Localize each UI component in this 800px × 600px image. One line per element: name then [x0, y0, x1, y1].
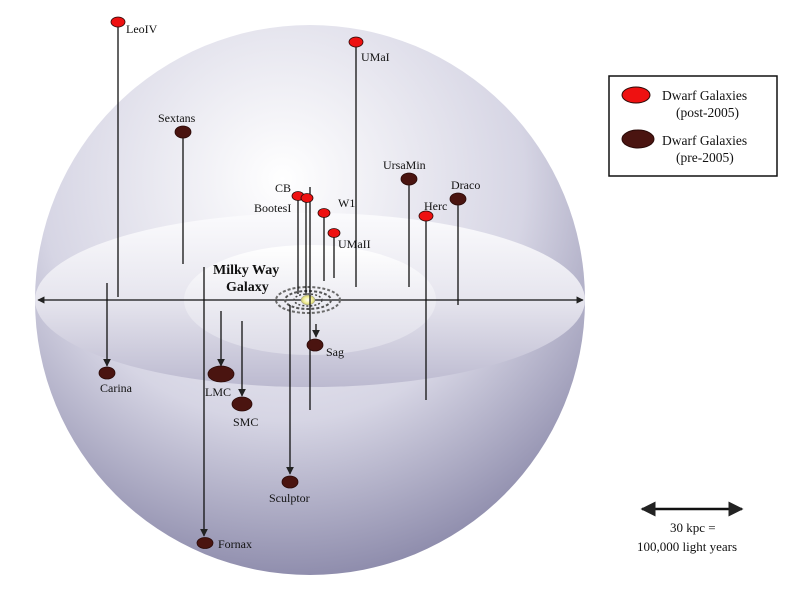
- marker-fornax: [196, 537, 214, 549]
- above-plane-stems: [117, 24, 459, 410]
- galaxy-label-line1: Milky Way: [213, 263, 279, 278]
- marker-sextans: [174, 125, 192, 139]
- marker-lmc: [207, 365, 235, 383]
- label-sag: Sag: [326, 345, 344, 359]
- label-umaii: UMaII: [338, 237, 371, 251]
- label-lmc: LMC: [205, 385, 231, 399]
- marker-umai: [348, 36, 364, 48]
- legend-pre-line2: (pre-2005): [676, 150, 734, 165]
- marker-herc: [418, 210, 434, 222]
- label-bootesi: BootesI: [254, 201, 291, 215]
- label-sculptor: Sculptor: [269, 491, 310, 505]
- marker-sculptor: [281, 475, 299, 489]
- label-cb: CB: [275, 181, 291, 195]
- label-umai: UMaI: [361, 50, 390, 64]
- legend-pre-swatch: [621, 129, 655, 149]
- marker-leoiv: [110, 16, 126, 28]
- label-carina: Carina: [100, 381, 133, 395]
- below-plane-arrows: [103, 267, 320, 537]
- label-leoiv: LeoIV: [126, 22, 158, 36]
- legend-post-line2: (post-2005): [676, 105, 739, 120]
- marker-w1: [317, 208, 331, 218]
- marker-bootesi: [300, 193, 314, 203]
- label-draco: Draco: [451, 178, 480, 192]
- label-smc: SMC: [233, 415, 258, 429]
- marker-smc: [231, 396, 253, 412]
- galaxy-label-line2: Galaxy: [226, 280, 269, 295]
- scale-bar-line1: 30 kpc =: [670, 520, 716, 535]
- label-w1: W1: [338, 196, 355, 210]
- marker-carina: [98, 366, 116, 380]
- milky-way-spiral-icon: [275, 286, 341, 314]
- marker-umaii: [327, 228, 341, 238]
- scale-bar: 30 kpc = 100,000 light years: [637, 501, 744, 554]
- legend-post-line1: Dwarf Galaxies: [662, 88, 747, 103]
- galaxy-markers: [98, 16, 467, 549]
- label-fornax: Fornax: [218, 537, 252, 551]
- marker-draco: [449, 192, 467, 206]
- legend-pre-line1: Dwarf Galaxies: [662, 133, 747, 148]
- label-sextans: Sextans: [158, 111, 196, 125]
- label-ursamin: UrsaMin: [383, 158, 426, 172]
- legend-post-swatch: [621, 86, 651, 104]
- marker-ursamin: [400, 172, 418, 186]
- galaxy-labels: LeoIV UMaI Sextans UrsaMin Draco CB Boot…: [100, 22, 480, 551]
- scale-bar-line2: 100,000 light years: [637, 539, 737, 554]
- legend: Dwarf Galaxies (post-2005) Dwarf Galaxie…: [608, 75, 778, 177]
- label-herc: Herc: [424, 199, 447, 213]
- marker-sag: [306, 338, 324, 352]
